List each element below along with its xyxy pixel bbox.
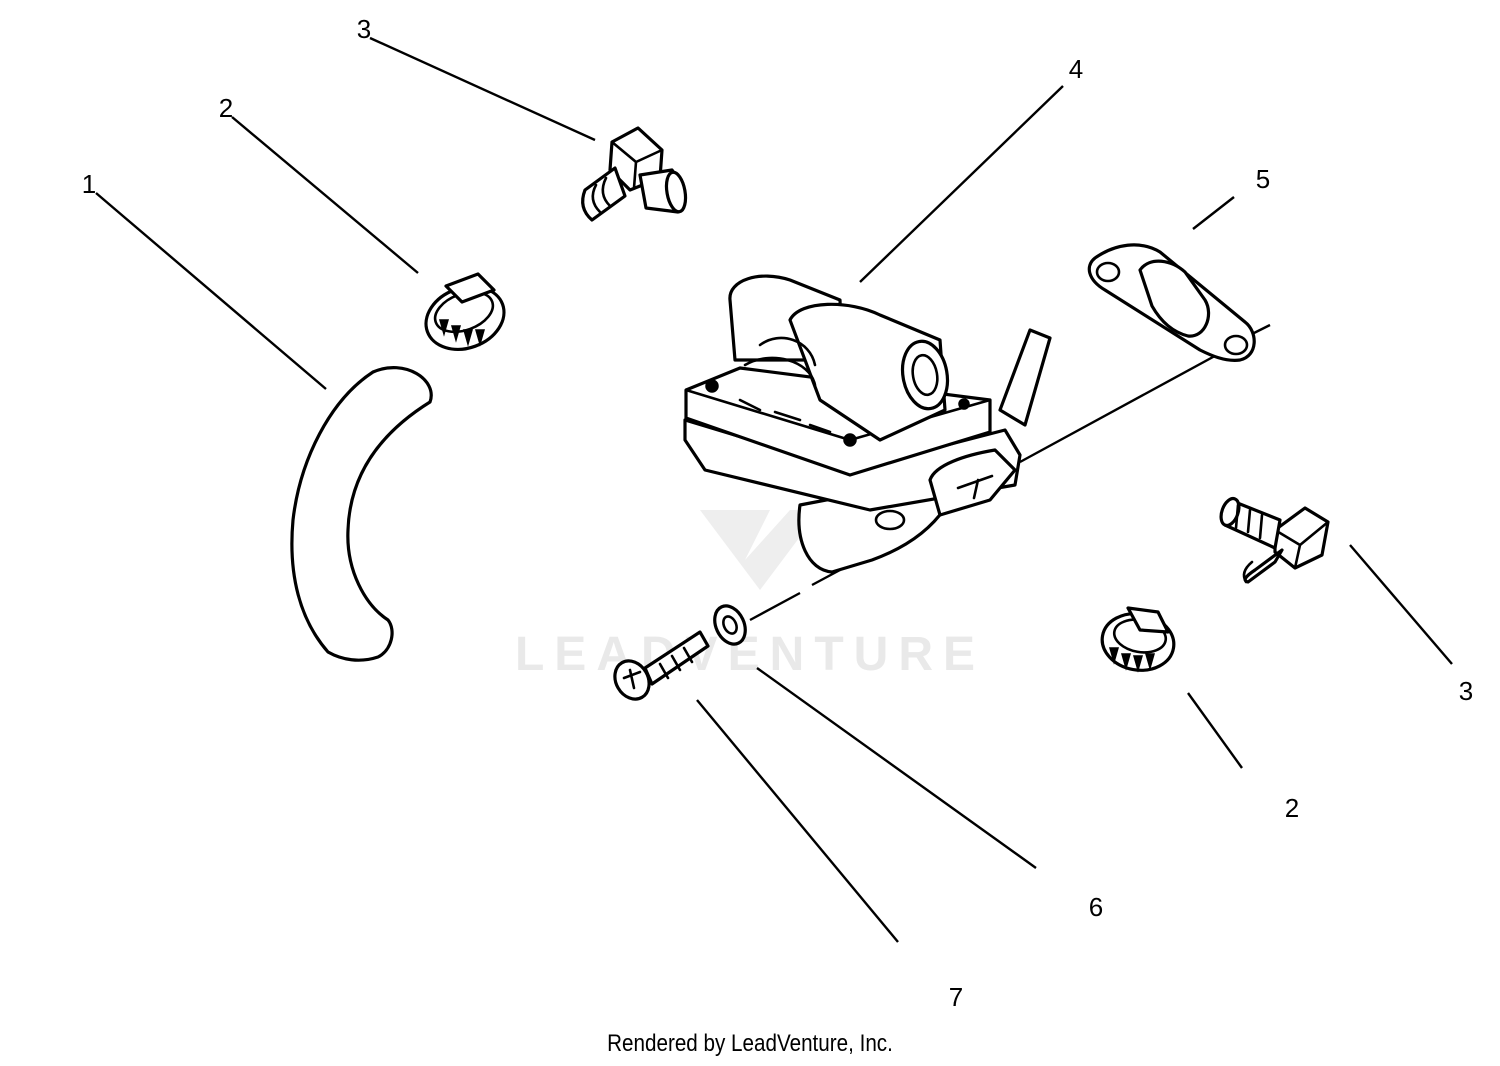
footer-credit: Rendered by LeadVenture, Inc. [607,1030,893,1057]
elbow-fitting [581,126,688,222]
leader-7 [696,699,899,943]
leader-6 [756,667,1037,869]
leader-3-upper [369,36,596,142]
elbow-fitting [1219,496,1330,584]
leader-lines [95,36,1453,943]
callout-6: 6 [1089,892,1103,922]
hose [290,366,433,662]
callout-3-upper: 3 [357,14,371,44]
leader-1 [95,192,327,390]
leader-2-lower [1187,692,1243,769]
callout-5: 5 [1256,164,1270,194]
callout-1: 1 [82,169,96,199]
callout-4: 4 [1069,54,1083,84]
washer [713,604,747,646]
leader-2-upper [231,116,419,274]
leader-4 [859,85,1064,283]
fuel-pump [683,274,1052,574]
screw [613,630,710,701]
watermark-text: LEADVENTURE [515,628,985,681]
callout-2-lower: 2 [1285,793,1299,823]
callout-labels: 1 2 3 4 5 3 2 6 7 [82,14,1473,1012]
hose-clamp [1100,606,1176,673]
leader-5 [1192,196,1235,230]
callout-7: 7 [949,982,963,1012]
callout-2-upper: 2 [219,93,233,123]
gasket [1087,243,1256,362]
leader-3-lower [1349,544,1453,665]
hose-clamp [424,272,506,351]
callout-3-lower: 3 [1459,676,1473,706]
